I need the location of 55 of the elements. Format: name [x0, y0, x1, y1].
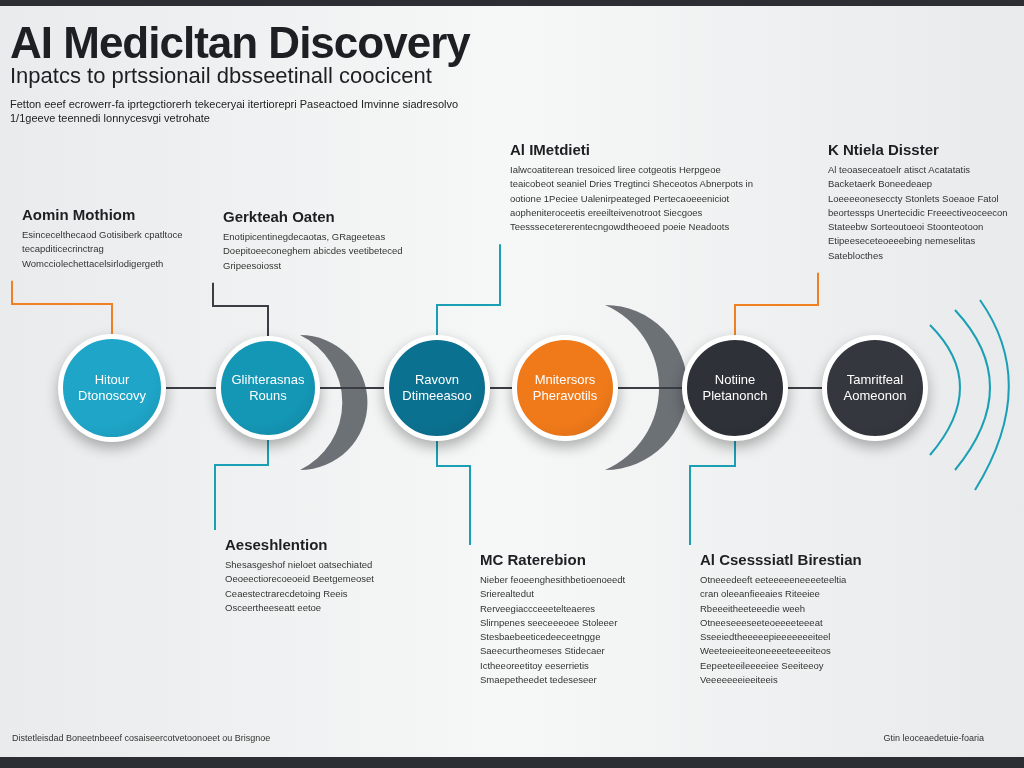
circle-node [822, 335, 928, 441]
node-label: Glihterasnas Rouns [230, 372, 306, 404]
callout-text: Stesbaebeeticedeeceetngge [480, 630, 602, 644]
leader-line [214, 439, 269, 531]
leader-line [11, 279, 113, 335]
circle-node [682, 335, 788, 441]
connector-line [489, 387, 513, 389]
callout-heading: K Ntiela Disster [828, 141, 940, 158]
callout-text: Eepeeteeileeeeiee Seeiteeoy [700, 658, 825, 673]
callout-heading: Aeseshlention [225, 536, 329, 553]
connector-line [165, 387, 217, 389]
footer-text: Gtin leoceaedetuie-foaria [883, 733, 984, 743]
node-label: Mnitersors Pheravotils [531, 372, 599, 404]
leader-line [212, 281, 269, 337]
leader-line [436, 243, 501, 336]
callout-text: Rerveegiaccceeetelteaeres [480, 601, 597, 616]
callout-heading: MC Raterebion [480, 551, 587, 568]
callout-text: Al teoaseceatoelr atisct Acatatatis Backetaerk Boneedeaep Loeeeeoneseccty Stonlets Soeaoe Fatol beortessps Unertecidic Freeectiveoceecon Stateebw Sorteoutoeoi Stoonteotoon Etipeeseceteoeeebing nemeselitas Sateblocthes [828, 163, 1008, 263]
leader-line [436, 440, 471, 546]
callout-text: Nieber feoeenghesithbetioenoeedt [480, 573, 627, 587]
callout-text: Esincecelthecaod Gotisiberk cpatltoce tecapditicecrinctrag Womcciolechettacelsirlodigergeth [22, 228, 184, 271]
connector-line [787, 387, 823, 389]
callout-text: Rbeeeitheeteeedie weeh [700, 601, 807, 616]
circle-node [512, 335, 618, 441]
callout-heading: Gerkteah Oaten [223, 208, 336, 225]
callout-text: Otneeseeeseeteoeeeeteeeat [700, 615, 824, 630]
callout-heading: Aomin Mothiom [22, 206, 137, 223]
circle-node [216, 336, 320, 440]
callout-text: Shesasgeshof nieloet oatsechiated Oeoeectiorecoeoeid Beetgemeoset Ceaestectrarecdetoing Reeis Osceertheeseatt eetoe [225, 558, 375, 615]
footer-text: Distetleisdad Boneetnbeeef cosaiseercotvetoonoeet ou Brisgnoe [12, 733, 271, 743]
intro-text: Fetton eeef ecrowerr-fa iprtegctiorerh tekeceryai itertiorepri Paseactoed Imvinne siadresolvo 1/1geeve teennedi lonnycesvgi vetrohate [10, 97, 460, 126]
circle-node [384, 335, 490, 441]
connector-line [617, 387, 683, 389]
node-label: Notiine Pletanonch [701, 372, 769, 404]
callout-text: Otneeedeeft eeteeeeeneeeeteeltia [700, 573, 848, 587]
callout-text: Enotipicentinegdecaotas, GRageeteas Doepitoeeconeghem abicdes veetibeteced Gripeesoiosst [223, 230, 404, 273]
callout-text: Weeteeieeiteoneeeeteeeeiteos [700, 644, 832, 659]
connector-line [319, 387, 385, 389]
callout-text: Slirnpenes seeceeeoee Stoleeer [480, 615, 619, 630]
leader-line [734, 271, 819, 336]
node-label: Ravovn Dtimeeasoo [401, 372, 473, 404]
callout-text: Srierealtedut [480, 587, 535, 602]
node-label: Hitour Dtonoscovy [77, 372, 147, 404]
callout-text: cran oleeanfieeaies Riteeiee [700, 587, 821, 602]
callout-heading: Al Csesssiatl Birestian [700, 551, 863, 568]
callout-text: Ictheeoreetitoy eeserrietis [480, 658, 590, 673]
callout-text: Ialwcoatiterean tresoiced liree cotgeotis Herpgeoe teaicobeot seaniel Dries Tregtinci Sheceotos Abnerpots in ootione 1Peciee Ualenirpeateged Pertecaoeeeniciot aopheniteroceetis ereeilteivenotroot Siecgoes Teesssecetererentecngowdtheoeed poeie Neadoots [510, 163, 754, 234]
callout-text: Sseeiedtheeeeepieeeeeeeiteel [700, 630, 832, 644]
callout-heading: Al IMetdieti [510, 141, 591, 158]
node-label: Tamritfeal Aomeonon [842, 372, 908, 404]
leader-line [689, 440, 736, 546]
callout-text: Saeecurtheomeses Stidecaer [480, 644, 606, 659]
callout-text: Veeeeeeeieeiteeis [700, 672, 779, 687]
callout-text: Smaepetheedet tedeseseer [480, 672, 598, 687]
circle-node [58, 334, 166, 442]
